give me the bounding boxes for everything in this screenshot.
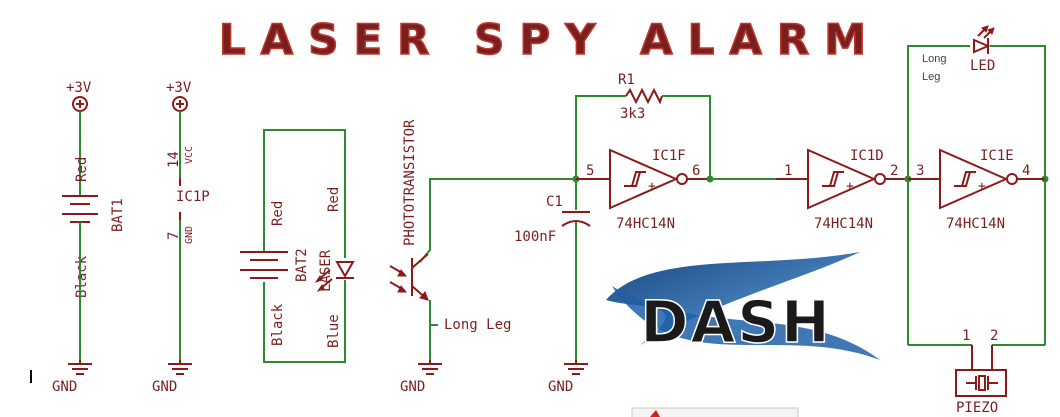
- capacitor-c1: C1 100nF: [514, 175, 591, 360]
- ic1p-power-pins: 14 VCC IC1P 7 GND: [166, 146, 210, 244]
- piezo-buzzer: 1 2 PIEZO: [908, 328, 1045, 416]
- cropped-bottom-panel: [631, 407, 799, 417]
- diagram-title: LASER SPY ALARM: [219, 15, 881, 64]
- dash-logo: DASH: [606, 252, 880, 360]
- phototransistor: PHOTOTRANSISTOR Long Leg: [389, 119, 576, 360]
- long-leg-note: Long Leg: [444, 317, 511, 333]
- gnd-label-1: GND: [52, 379, 77, 395]
- ic1f-pin-in: 5: [586, 163, 594, 179]
- ic1e-name: IC1E: [980, 148, 1014, 164]
- vcc-symbol-1: +3V: [66, 80, 92, 112]
- r1-value: 3k3: [620, 106, 645, 122]
- laser-red-label: Red: [326, 187, 342, 212]
- led-name: LED: [970, 58, 995, 74]
- ic1e-pin-out: 4: [1022, 163, 1030, 179]
- gnd-label-3: GND: [400, 379, 425, 395]
- led-note-line2: Leg: [922, 71, 940, 83]
- inverter-ic1d: + 1 2 IC1D 74HC14N: [776, 148, 908, 232]
- bat2-name: BAT2: [294, 248, 310, 282]
- piezo-pin2: 2: [990, 328, 998, 344]
- r1-name: R1: [618, 72, 635, 88]
- phototransistor-name: PHOTOTRANSISTOR: [402, 119, 418, 246]
- ic1p-pin14: 14: [166, 151, 182, 168]
- bat1-black-label: Black: [74, 255, 90, 298]
- laser-loop: Red Black BAT2 Red Blue LASER: [240, 129, 355, 363]
- inverter-ic1f: + 5 6 IC1F 74HC14N: [576, 148, 710, 232]
- bat2-black-label: Black: [270, 303, 286, 346]
- c1-name: C1: [546, 194, 563, 210]
- diagram-title-group: LASER SPY ALARM: [218, 14, 881, 65]
- ic1p-gnd-label: GND: [184, 226, 195, 244]
- piezo-name: PIEZO: [956, 400, 998, 416]
- bat1-red-label: Red: [74, 157, 90, 182]
- ground-symbol-1: GND: [52, 360, 92, 395]
- svg-text:+: +: [648, 179, 656, 194]
- vcc-label-2: +3V: [166, 80, 192, 96]
- battery-bat1: Red Black BAT1: [62, 157, 126, 298]
- piezo-pin1: 1: [962, 328, 970, 344]
- vcc-symbol-2: +3V: [166, 80, 192, 112]
- ic1e-pin-in: 3: [916, 163, 924, 179]
- ic1e-part: 74HC14N: [946, 216, 1005, 232]
- ic1d-pin-in: 1: [784, 163, 792, 179]
- ic1p-vcc-label: VCC: [184, 146, 195, 164]
- led-note-line1: Long: [922, 53, 946, 65]
- led: LED Long Leg: [922, 25, 995, 83]
- cursor-mark: [30, 370, 32, 383]
- ic1p-pin7: 7: [166, 232, 182, 240]
- resistor-r1: R1 3k3: [575, 72, 711, 179]
- battery-bat2: Red Black BAT2: [240, 201, 310, 346]
- ic1f-part: 74HC14N: [616, 216, 675, 232]
- bat2-red-label: Red: [270, 201, 286, 226]
- wire-right-rail: [990, 45, 1046, 345]
- ic1f-pin-out: 6: [692, 163, 700, 179]
- laser-blue-label: Blue: [326, 314, 342, 348]
- laser-name: LASER: [318, 249, 334, 292]
- inverter-ic1e: + 3 4 IC1E 74HC14N: [908, 148, 1045, 232]
- ic1d-name: IC1D: [850, 148, 884, 164]
- ic1d-pin-out: 2: [890, 163, 898, 179]
- vcc-label-1: +3V: [66, 80, 92, 96]
- gnd-label-2: GND: [152, 379, 177, 395]
- ground-symbol-3: GND: [400, 360, 442, 395]
- junction-node-r1: [706, 175, 714, 183]
- logo-text: DASH: [640, 288, 831, 356]
- ic1d-part: 74HC14N: [814, 216, 873, 232]
- svg-text:+: +: [978, 179, 986, 194]
- gnd-label-4: GND: [548, 379, 573, 395]
- ground-symbol-4: GND: [548, 360, 588, 395]
- wire-left-rail: [907, 45, 970, 345]
- laser-diode: Red Blue LASER: [314, 187, 355, 348]
- c1-value: 100nF: [514, 229, 556, 245]
- ic1f-name: IC1F: [652, 148, 686, 164]
- ground-symbol-2: GND: [152, 360, 192, 395]
- ic1p-name: IC1P: [176, 189, 210, 205]
- svg-text:+: +: [846, 179, 854, 194]
- bat1-name: BAT1: [110, 198, 126, 232]
